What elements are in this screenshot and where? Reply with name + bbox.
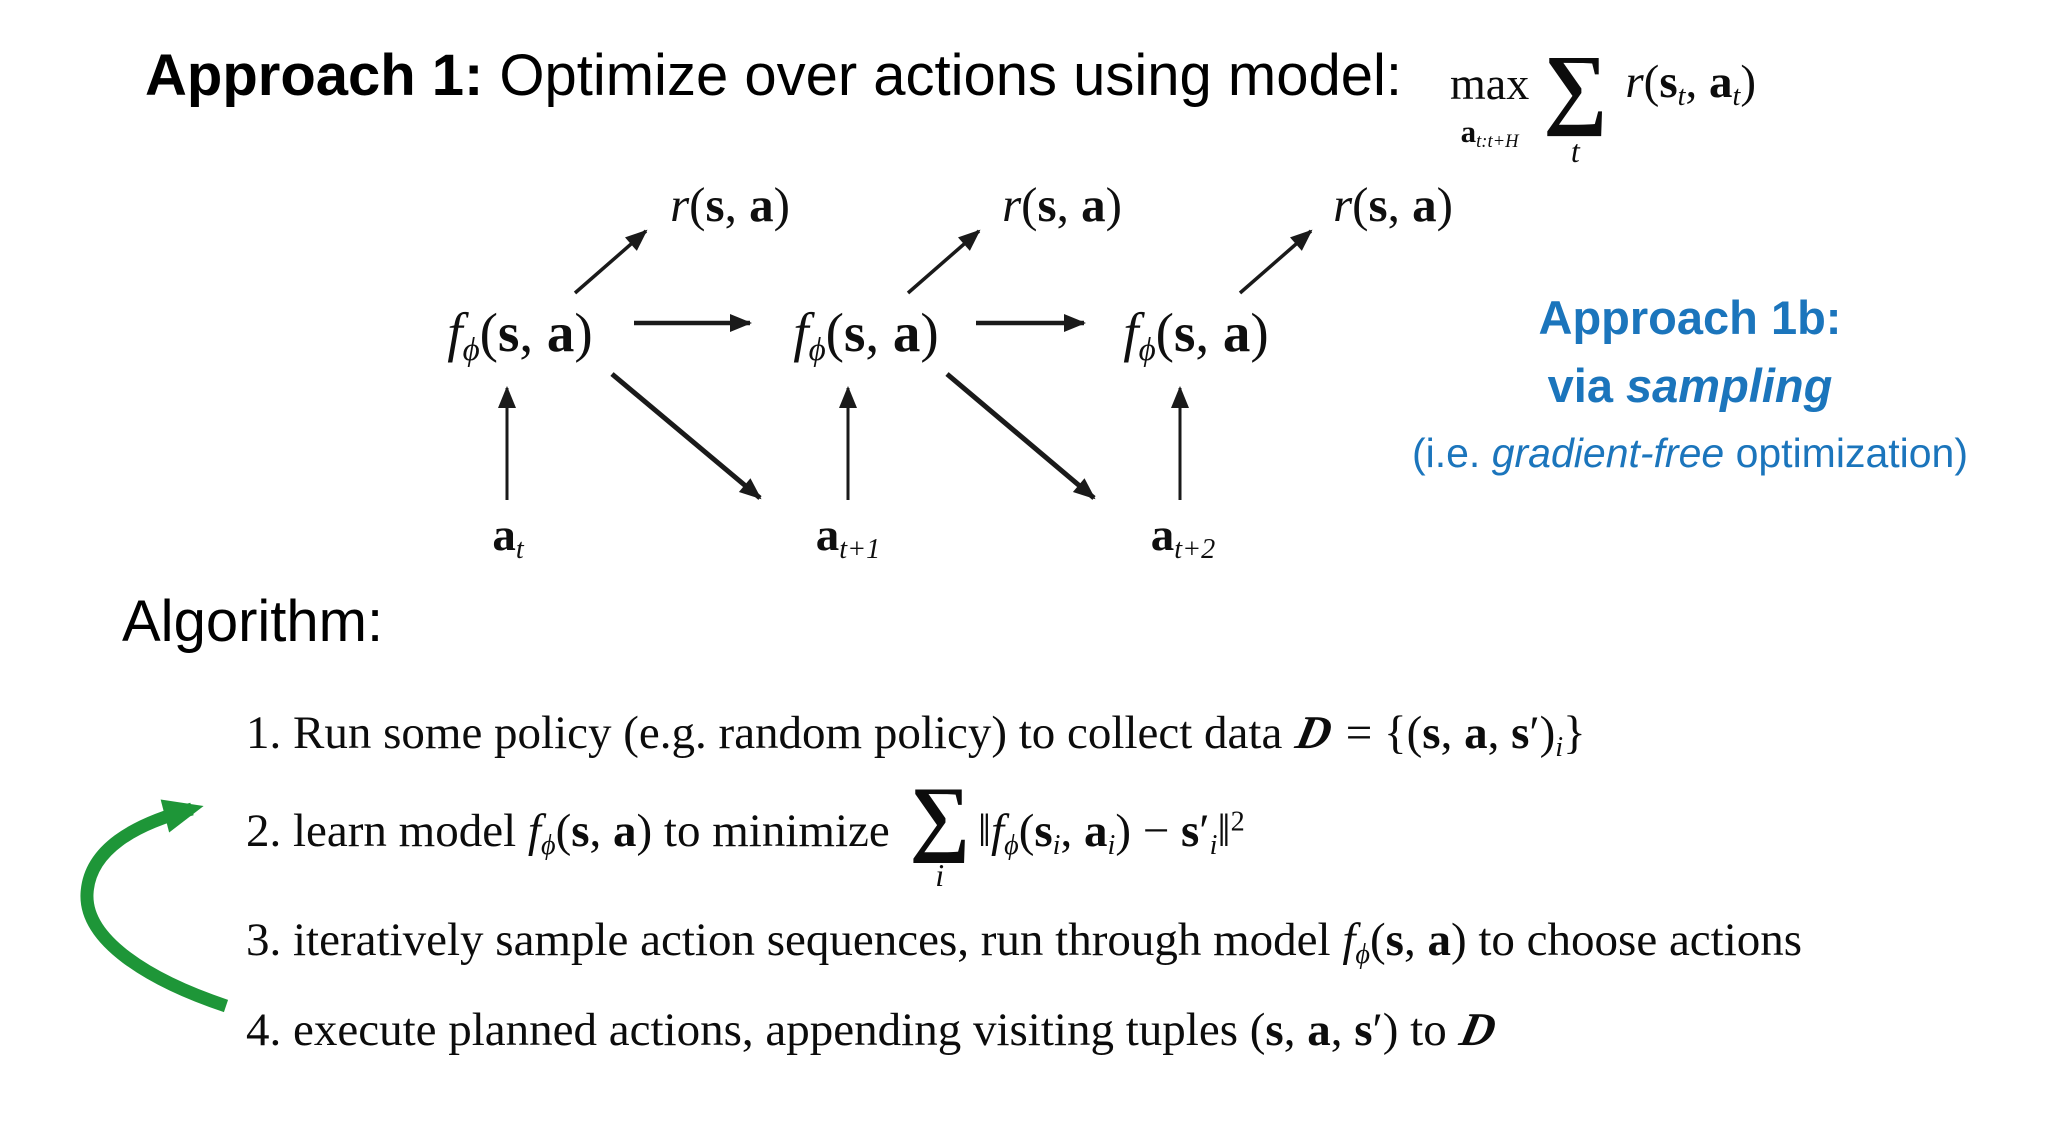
arrow-model2-to-action3 [945,372,1096,500]
page-title: Approach 1:Optimize over actions using m… [145,42,1402,109]
sidenote-approach-1b: Approach 1b: via sampling (i.e. gradient… [1360,284,2020,477]
sum-operator: ∑ t [1543,38,1608,169]
action-label-t1: at+1 [815,509,881,565]
model-node-3: fϕ(s, a) [1123,302,1269,369]
action-label-t: at [492,509,524,565]
feedback-loop-arrow [80,799,229,1013]
sidenote-line2: via sampling [1547,359,1833,413]
max-word: max [1450,57,1530,109]
algorithm-step-3: 3. iteratively sample action sequences, … [246,914,1803,970]
sum-index: t [1570,132,1580,169]
max-operator: max at:t+H [1450,57,1530,152]
arrow-model1-to-action2 [610,372,762,500]
reward-label-1: r(s, a) [670,177,790,232]
sidenote-line3: (i.e. gradient-free optimization) [1411,430,1969,477]
arrow-model3-to-reward3 [1238,229,1313,295]
algorithm-step-2: 2. learn model fϕ(s, a) to minimize ∑i‖f… [246,771,1245,894]
objective-formula: max at:t+H ∑ t r(st, at) [1450,36,1756,176]
reward-label-2: r(s, a) [1002,177,1122,232]
reward-expression: r(st, at) [1625,56,1756,112]
algorithm-heading: Algorithm: [122,589,384,654]
arrow-model2-to-reward2 [906,229,981,295]
sidenote-line1: Approach 1b: [1538,291,1842,344]
model-node-1: fϕ(s, a) [447,302,593,369]
title-text: Optimize over actions using model: [499,43,1402,108]
title-approach-label: Approach 1: [145,43,484,108]
sigma-symbol: ∑ [1543,38,1608,138]
reward-label-3: r(s, a) [1333,177,1453,232]
algorithm-step-1: 1. Run some policy (e.g. random policy) … [246,707,1586,763]
action-label-t2: at+2 [1150,509,1216,565]
algorithm-step-4: 4. execute planned actions, appending vi… [246,1004,1502,1056]
model-node-2: fϕ(s, a) [793,302,939,369]
max-subscript: at:t+H [1460,113,1519,152]
arrow-model1-to-reward1 [573,229,648,295]
